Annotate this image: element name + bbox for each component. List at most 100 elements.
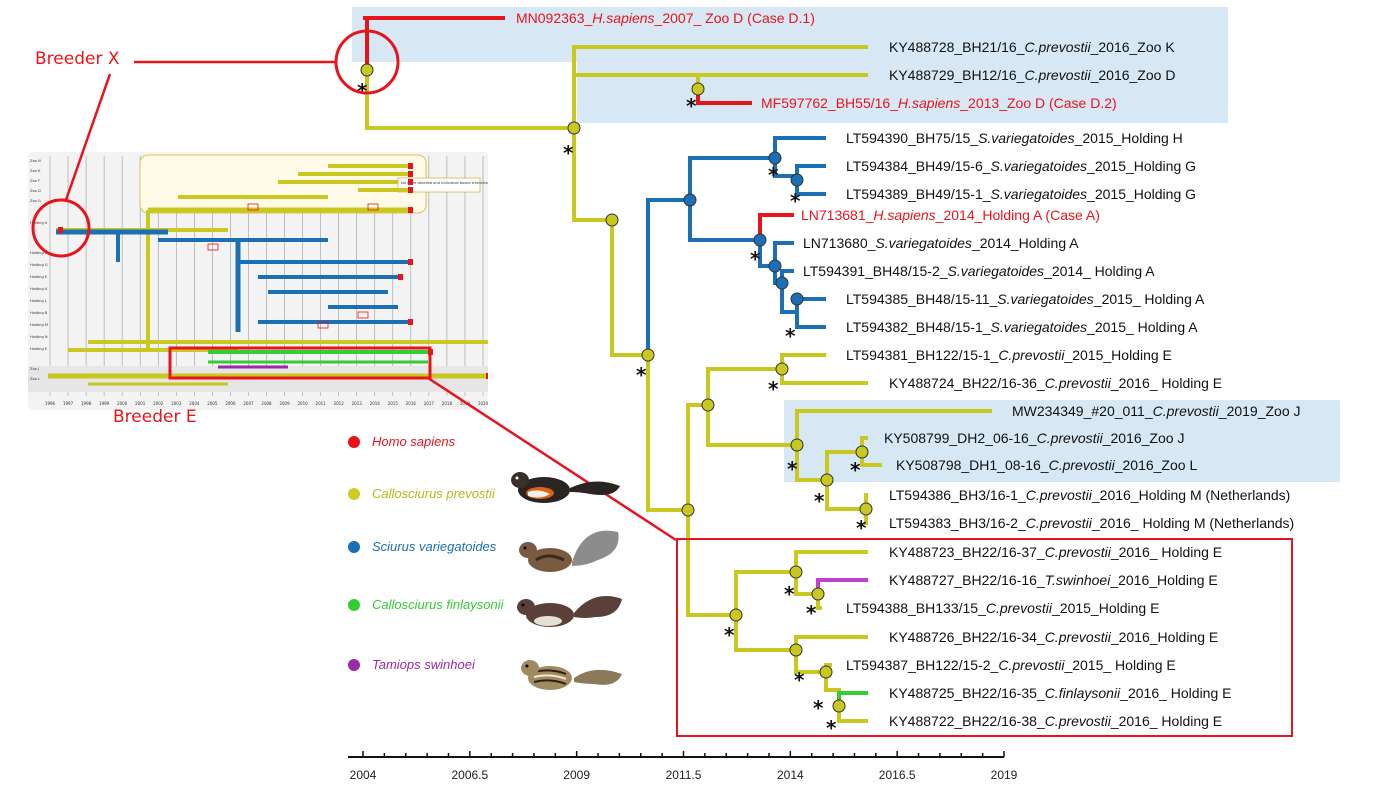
tip-species: T.swinhoei bbox=[1045, 572, 1112, 588]
inset-year-label: 2017 bbox=[424, 401, 435, 406]
support-asterisk: * bbox=[784, 582, 795, 606]
prevostii-node bbox=[691, 82, 705, 96]
inset-case-box bbox=[247, 203, 259, 211]
inset-row-label: Holding M bbox=[30, 323, 48, 327]
tip-species: S.variegatoides bbox=[991, 158, 1088, 174]
prevostii-node bbox=[681, 503, 695, 517]
support-asterisk: * bbox=[826, 716, 837, 740]
tip-species: S.variegatoides bbox=[948, 263, 1045, 279]
legend-label: Callosciurus prevostii bbox=[372, 486, 495, 501]
prevostii-node bbox=[832, 699, 846, 713]
tip-details: _2015_Holding H bbox=[1074, 130, 1183, 146]
support-asterisk: * bbox=[686, 94, 697, 118]
support-asterisk: * bbox=[794, 668, 805, 692]
tip-species: S.variegatoides bbox=[997, 291, 1094, 307]
inset-callout-text: No more detailed and individual based tr… bbox=[401, 181, 488, 185]
tip-accession: KY488726_BH22/16-34_ bbox=[889, 629, 1045, 645]
tip-accession: LT594382_BH48/15-1_ bbox=[846, 319, 991, 335]
inset-human-case-marker bbox=[408, 319, 413, 325]
support-asterisk: * bbox=[790, 189, 801, 213]
legend-item: Homo sapiens bbox=[348, 434, 455, 449]
inset-year-label: 1997 bbox=[63, 401, 74, 406]
inset-human-case-marker bbox=[398, 274, 403, 280]
tip-species: S.variegatoides bbox=[978, 130, 1075, 146]
tip-accession: KY488722_BH22/16-38_ bbox=[889, 713, 1045, 729]
tip-label: KY508799_DH2_06-16_C.prevostii_2016_Zoo … bbox=[884, 430, 1184, 446]
tip-label: KY488724_BH22/16-36_C.prevostii_2016_ Ho… bbox=[889, 375, 1222, 391]
tip-details: _2016_ Holding E bbox=[1110, 713, 1222, 729]
prevostii-node bbox=[567, 121, 581, 135]
legend-item: Sciurus variegatoides bbox=[348, 539, 496, 554]
inset-year-label: 1998 bbox=[81, 401, 92, 406]
support-asterisk: * bbox=[636, 363, 647, 387]
tip-label: LT594387_BH122/15-2_C.prevostii_2015_ Ho… bbox=[846, 657, 1176, 673]
tip-accession: KY488725_BH22/16-35_ bbox=[889, 685, 1045, 701]
tip-species: C.prevostii bbox=[1045, 629, 1112, 645]
tip-label: LT594381_BH122/15-1_C.prevostii_2015_Hol… bbox=[846, 347, 1172, 363]
inset-year-label: 2014 bbox=[370, 401, 381, 406]
axis-tick-label: 2011.5 bbox=[665, 768, 702, 782]
tip-accession: LT594387_BH122/15-2_ bbox=[846, 657, 999, 673]
variegatoides-node bbox=[790, 292, 804, 306]
tip-details: _2016_Zoo J bbox=[1102, 430, 1185, 446]
prevostii-node bbox=[605, 213, 619, 227]
tip-species: C.prevostii bbox=[1045, 375, 1112, 391]
inset-row-label: Zoo J bbox=[30, 367, 39, 371]
inset-year-label: 2016 bbox=[406, 401, 417, 406]
axis-tick-label: 2006.5 bbox=[451, 768, 489, 782]
inset-year-label: 2005 bbox=[207, 401, 218, 406]
variegatoides-node bbox=[790, 173, 804, 187]
tip-details: _2016_ Holding E bbox=[1110, 375, 1222, 391]
tip-accession: KY508798_DH1_08-16_ bbox=[896, 457, 1049, 473]
breeder-e-frame bbox=[676, 538, 1293, 737]
sciurus-variegatoides-illustration bbox=[519, 530, 619, 572]
tip-accession: LT594384_BH49/15-6_ bbox=[846, 158, 991, 174]
tip-details: _2015_Holding G bbox=[1086, 186, 1196, 202]
inset-case-box bbox=[317, 321, 329, 329]
legend-swatch bbox=[348, 598, 360, 611]
tip-details: _2014_ Holding A bbox=[1043, 263, 1155, 279]
tip-species: C.prevostii bbox=[1024, 39, 1091, 55]
inset-row-label: Holding A bbox=[30, 287, 48, 291]
breeder-e-label: Breeder E bbox=[113, 407, 197, 427]
tip-species: H.sapiens bbox=[898, 95, 960, 111]
tip-label: LT594386_BH3/16-1_C.prevostii_2016_Holdi… bbox=[889, 487, 1290, 503]
tip-species: S.variegatoides bbox=[991, 186, 1088, 202]
legend-label: Homo sapiens bbox=[372, 434, 456, 449]
inset-year-label: 2003 bbox=[171, 401, 182, 406]
tip-accession: KY488728_BH21/16_ bbox=[889, 39, 1025, 55]
prevostii-node bbox=[641, 348, 655, 362]
legend-swatch bbox=[348, 487, 360, 500]
prevostii-node bbox=[775, 362, 789, 376]
inset-row-label: Holding E bbox=[30, 275, 48, 279]
tip-label: LT594384_BH49/15-6_S.variegatoides_2015_… bbox=[846, 158, 1196, 174]
support-asterisk: * bbox=[813, 696, 824, 720]
prevostii-node bbox=[819, 665, 833, 679]
inset-year-label: 2013 bbox=[352, 401, 363, 406]
variegatoides-node bbox=[768, 151, 782, 165]
tip-details: _2015_ Holding E bbox=[1063, 657, 1175, 673]
support-asterisk: * bbox=[806, 601, 817, 625]
support-asterisk: * bbox=[750, 247, 761, 271]
tip-species: C.prevostii bbox=[1153, 403, 1220, 419]
inset-human-case-marker bbox=[58, 227, 63, 233]
axis-tick-label: 2014 bbox=[776, 768, 804, 782]
tip-species: C.prevostii bbox=[1049, 457, 1116, 473]
variegatoides-node bbox=[753, 233, 767, 247]
tip-label: LN713680_S.variegatoides_2014_Holding A bbox=[803, 235, 1079, 251]
inset-row-label: Holding N bbox=[30, 335, 48, 339]
inset-row-label: Holding G bbox=[30, 263, 48, 267]
tip-accession: LT594388_BH133/15_ bbox=[846, 600, 986, 616]
tip-label: KY488726_BH22/16-34_C.prevostii_2016_Hol… bbox=[889, 629, 1218, 645]
tip-accession: LT594381_BH122/15-1_ bbox=[846, 347, 999, 363]
breeder-e-pointer-line bbox=[427, 376, 677, 542]
tip-accession: MW234349_#20_011_ bbox=[1012, 403, 1153, 419]
tip-details: _2016_ Holding E bbox=[1119, 685, 1231, 701]
inset-year-label: 2004 bbox=[189, 401, 200, 406]
tip-accession: LT594390_BH75/15_ bbox=[846, 130, 978, 146]
tip-details: _2016_Holding E bbox=[1109, 572, 1217, 588]
tip-details: _2016_Zoo K bbox=[1090, 39, 1176, 55]
support-asterisk: * bbox=[768, 377, 779, 401]
tip-accession: LT594383_BH3/16-2_ bbox=[889, 515, 1026, 531]
